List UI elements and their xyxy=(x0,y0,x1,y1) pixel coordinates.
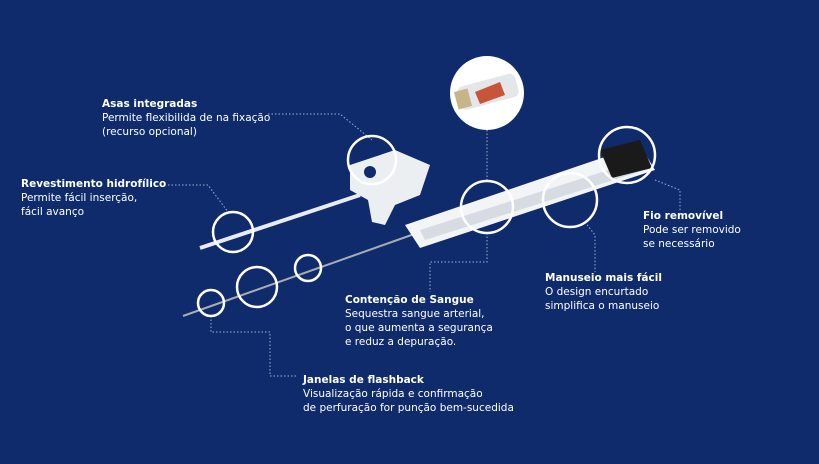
callout-title: Manuseio mais fácil xyxy=(545,272,662,284)
winged-catheter xyxy=(199,150,430,250)
callout-contencao: Contenção de Sangue Sequestra sangue art… xyxy=(345,293,493,349)
callout-line: se necessário xyxy=(643,238,715,250)
leader-janelas xyxy=(210,316,298,377)
inset-detail xyxy=(450,56,524,130)
removable-wire-cap xyxy=(600,140,652,178)
leader-lines xyxy=(168,113,681,377)
callout-title: Fio removível xyxy=(643,210,724,222)
callout-asas-integradas: Asas integradas Permite flexibilida de n… xyxy=(102,97,270,139)
callout-line: Permite fácil inserção, xyxy=(21,192,138,204)
callout-line: fácil avanço xyxy=(21,206,85,218)
callout-line: (recurso opcional) xyxy=(102,126,197,138)
callout-title: Janelas de flashback xyxy=(303,374,424,386)
leader-asas xyxy=(268,113,373,141)
leader-revestimento xyxy=(168,184,229,213)
callout-line: simplifica o manuseio xyxy=(545,300,660,312)
callout-line: de perfuração for punção bem-sucedida xyxy=(303,402,514,414)
callout-fio-removivel: Fio removível Pode ser removido se neces… xyxy=(643,209,741,251)
callout-line: Visualização rápida e confirmação xyxy=(303,388,483,400)
callout-revestimento: Revestimento hidrofílico Permite fácil i… xyxy=(21,177,166,219)
leader-manuseio xyxy=(584,221,596,272)
callout-line: O design encurtado xyxy=(545,286,649,298)
callout-title: Asas integradas xyxy=(102,98,198,110)
leader-contencao xyxy=(429,233,488,292)
callout-title: Contenção de Sangue xyxy=(345,294,474,306)
callout-line: Permite flexibilida de na fixação xyxy=(102,112,271,124)
callout-manuseio: Manuseio mais fácil O design encurtado s… xyxy=(545,271,662,313)
callout-line: Pode ser removido xyxy=(643,224,741,236)
leader-fio xyxy=(654,179,681,212)
highlight-circles xyxy=(196,125,657,318)
wing xyxy=(350,150,430,225)
callout-line: o que aumenta a segurança xyxy=(345,322,493,334)
callout-line: e reduz a depuração. xyxy=(345,336,457,348)
callout-line: Sequestra sangue arterial, xyxy=(345,308,485,320)
callout-janelas: Janelas de flashback Visualização rápida… xyxy=(303,373,514,415)
callout-title: Revestimento hidrofílico xyxy=(21,178,167,190)
